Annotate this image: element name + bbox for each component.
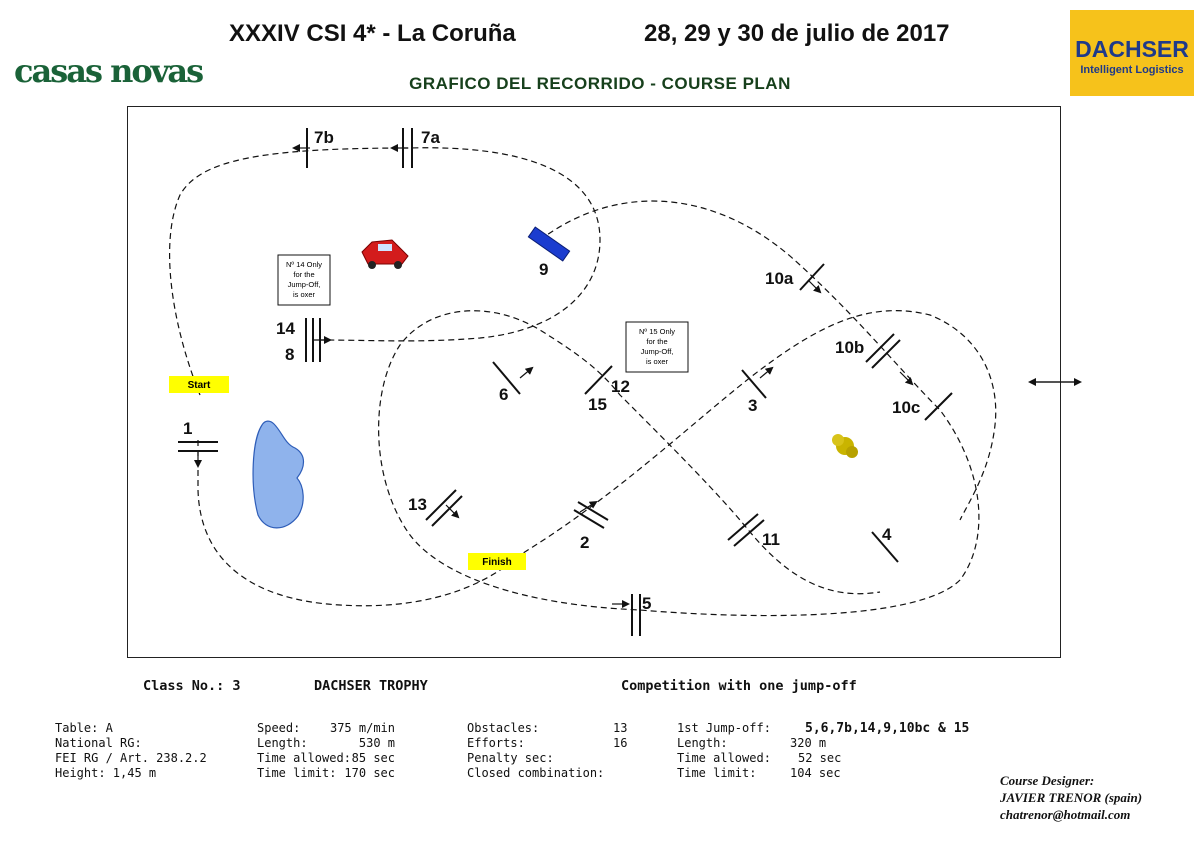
label-3: 3 <box>748 396 757 415</box>
course-designer: Course Designer: JAVIER TRENOR (spain) c… <box>1000 772 1142 823</box>
label-9: 9 <box>539 260 548 279</box>
label-10a: 10a <box>765 269 794 288</box>
table-a: Table: A <box>55 721 113 735</box>
time-allowed-value: 85 sec <box>351 751 395 765</box>
obstacles <box>178 128 953 636</box>
obstacle-10a <box>799 263 825 291</box>
obstacle-13 <box>425 489 463 527</box>
finish-tag: Finish <box>468 553 526 570</box>
obstacle-11 <box>727 513 765 547</box>
jumpoff-time-allowed-value: 52 sec <box>798 751 842 765</box>
label-10b: 10b <box>835 338 864 357</box>
speed-value: 375 m/min <box>329 721 395 735</box>
national-rg: National RG: <box>55 736 142 750</box>
label-13: 13 <box>408 495 427 514</box>
obstacle-1 <box>178 441 218 452</box>
competition-type: Competition with one jump-off <box>621 678 857 694</box>
table-column-obstacles: Obstacles: Efforts: Penalty sec: Closed … <box>467 721 637 781</box>
label-7b: 7b <box>314 128 334 147</box>
obstacle-3 <box>741 369 767 399</box>
jumpoff-length-value: 320 m <box>790 736 827 750</box>
bush <box>832 434 858 458</box>
casas-novas-logo: casas novas <box>14 52 204 90</box>
dachser-logo-tagline: Intelligent Logistics <box>1080 64 1184 76</box>
label-5: 5 <box>642 594 651 613</box>
obstacles-label: Obstacles: <box>467 721 540 735</box>
obstacle-12-15 <box>584 365 613 395</box>
height: Height: 1,45 m <box>55 766 157 780</box>
obstacle-10c <box>924 392 953 421</box>
jumpoff-obstacles-value: 5,6,7b,14,9,10bc & 15 <box>805 721 970 736</box>
designer-email: chatrenor@hotmail.com <box>1000 807 1131 822</box>
note-jump14-line4: is oxer <box>293 290 316 299</box>
route-arrows <box>194 144 1082 608</box>
note-jump14-line3: Jump-Off, <box>288 280 321 289</box>
dachser-logo-name: DACHSER <box>1075 36 1189 62</box>
label-10c: 10c <box>892 398 920 417</box>
obstacle-2 <box>573 501 609 529</box>
label-4: 4 <box>882 525 892 544</box>
obstacle-9 <box>527 226 571 262</box>
label-2: 2 <box>580 533 589 552</box>
time-limit-label: Time limit: <box>257 766 337 780</box>
obstacle-14-8 <box>305 318 321 362</box>
label-14: 14 <box>276 319 295 338</box>
dachser-logo: DACHSER Intelligent Logistics <box>1070 10 1194 96</box>
note-jump15-line4: is oxer <box>646 357 669 366</box>
event-title: XXXIV CSI 4* - La Coruña <box>229 20 516 47</box>
jumpoff-length-label: Length: <box>677 736 728 750</box>
note-jump14-line2: for the <box>293 270 314 279</box>
note-jump15-line1: Nº 15 Only <box>639 327 675 336</box>
efforts-value: 16 <box>613 736 628 750</box>
obstacle-5 <box>631 594 641 636</box>
designer-title: Course Designer: <box>1000 773 1095 788</box>
length-value: 530 m <box>358 736 395 750</box>
page-subtitle: GRAFICO DEL RECORRIDO - COURSE PLAN <box>409 74 791 93</box>
note-jump14: Nº 14 Only for the Jump-Off, is oxer <box>277 254 331 306</box>
designer-name: JAVIER TRENOR (spain) <box>1000 790 1143 805</box>
fei-rg: FEI RG / Art. 238.2.2 <box>55 751 207 765</box>
trophy-name: DACHSER TROPHY <box>314 678 428 694</box>
table-column-jumpoff: 1st Jump-off: Length: Time allowed: Time… <box>677 721 977 781</box>
length-label: Length: <box>257 736 308 750</box>
jumpoff-time-allowed-label: Time allowed: <box>677 751 771 765</box>
event-dates: 28, 29 y 30 de julio de 2017 <box>644 20 950 47</box>
car <box>361 239 409 269</box>
label-8: 8 <box>285 345 294 364</box>
label-11: 11 <box>762 530 780 549</box>
jumpoff-time-limit-value: 104 sec <box>790 766 841 780</box>
note-jump15-line2: for the <box>646 337 667 346</box>
label-15: 15 <box>588 395 607 414</box>
pond <box>252 420 305 529</box>
start-label: Start <box>188 380 211 391</box>
note-jump15: Nº 15 Only for the Jump-Off, is oxer <box>625 321 689 373</box>
note-jump15-line3: Jump-Off, <box>641 347 674 356</box>
closed-combination-label: Closed combination: <box>467 766 605 780</box>
class-number: Class No.: 3 <box>143 678 241 694</box>
label-1: 1 <box>183 419 192 438</box>
obstacle-4 <box>871 531 899 563</box>
penalty-label: Penalty sec: <box>467 751 554 765</box>
label-6: 6 <box>499 385 508 404</box>
obstacles-value: 13 <box>613 721 628 735</box>
speed-label: Speed: <box>257 721 301 735</box>
course-route <box>169 147 997 617</box>
obstacle-10b <box>865 333 901 369</box>
obstacle-7a <box>402 128 413 168</box>
label-12: 12 <box>611 377 630 396</box>
obstacle-numbers: 7b 7a 14 8 1 9 10a 10b 10c 6 12 15 3 13 … <box>183 128 920 613</box>
label-7a: 7a <box>421 128 440 147</box>
time-limit-value: 170 sec <box>344 766 395 780</box>
time-allowed-label: Time allowed: <box>257 751 351 765</box>
obstacle-6 <box>492 361 521 395</box>
jumpoff-time-limit-label: Time limit: <box>677 766 757 780</box>
note-jump14-line1: Nº 14 Only <box>286 260 322 269</box>
table-column-general: Table: A National RG: FEI RG / Art. 238.… <box>55 721 207 781</box>
efforts-label: Efforts: <box>467 736 525 750</box>
finish-label: Finish <box>482 557 511 568</box>
jumpoff-label: 1st Jump-off: <box>677 721 771 735</box>
table-column-speed: Speed: Length: Time allowed: Time limit:… <box>257 721 397 781</box>
start-tag: Start <box>169 376 229 393</box>
